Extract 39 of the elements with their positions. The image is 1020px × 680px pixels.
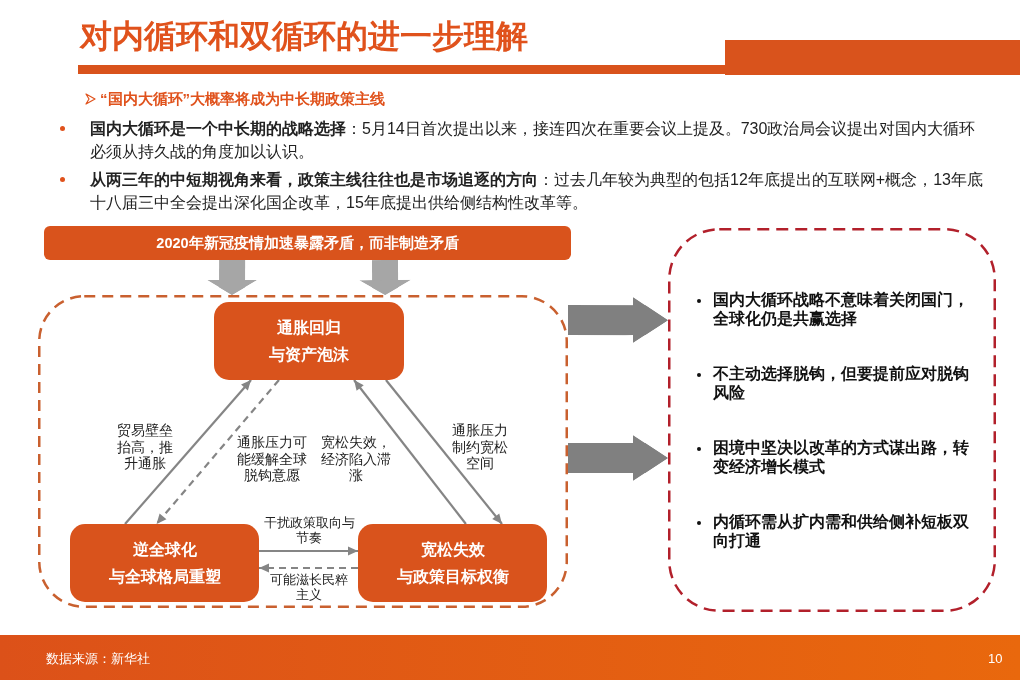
edge-label: 贸易壁垒抬高，推升通胀 bbox=[116, 422, 174, 472]
dashed-arrow bbox=[155, 379, 280, 525]
arrow bbox=[259, 546, 358, 556]
box-label: 与资产泡沫 bbox=[268, 345, 350, 364]
edge-label: 通胀压力可能缓解全球脱钩意愿 bbox=[236, 434, 308, 484]
banner-text: 2020年新冠疫情加速暴露矛盾，而非制造矛盾 bbox=[155, 233, 460, 253]
dashed-frame bbox=[38, 295, 568, 608]
bullet-text: 困境中坚决以改革的方式谋出路，转变经济增长模式 bbox=[713, 439, 970, 476]
block-arrow bbox=[568, 297, 668, 344]
bullet-text: 从两三年的中短期视角来看，政策主线往往也是市场追逐的方向：过去几年较为典型的包括12年底提出的互联网+概念，13年底十八届三中全会提出深化国企改革，15年底提出供给侧结构性改革等。 bbox=[90, 170, 984, 213]
section-heading: “国内大循环”大概率将成为中长期政策主线 bbox=[100, 89, 385, 109]
bullet-text: 内循环需从扩内需和供给侧补短板双向打通 bbox=[713, 513, 970, 550]
edge-label: 可能滋长民粹主义 bbox=[269, 572, 349, 603]
box-label: 通胀回归 bbox=[276, 318, 342, 337]
banner bbox=[44, 226, 571, 260]
dashed-arrow bbox=[259, 563, 358, 573]
arrow bbox=[353, 379, 467, 525]
block-arrow bbox=[359, 259, 412, 295]
process-box bbox=[358, 524, 547, 602]
box-label: 逆全球化 bbox=[131, 540, 198, 559]
note-panel bbox=[668, 228, 996, 612]
process-box bbox=[70, 524, 259, 602]
process-box bbox=[214, 302, 404, 380]
edge-label: 宽松失效，经济陷入滞涨 bbox=[320, 434, 392, 484]
box-label: 与全球格局重塑 bbox=[107, 567, 222, 586]
bullet-text: 国内大循环是一个中长期的战略选择：5月14日首次提出以来，接连四次在重要会议上提及。730政治局会议提出对国内大循环必须从持久战的角度加以认识。 bbox=[90, 119, 977, 162]
box-label: 宽松失效 bbox=[419, 540, 486, 559]
bullet-text: 不主动选择脱钩，但要提前应对脱钩风险 bbox=[713, 365, 970, 402]
page-number: 10 bbox=[988, 650, 1003, 668]
source-note: 数据来源：新华社 bbox=[46, 650, 150, 668]
slide-title: 对内循环和双循环的进一步理解 bbox=[80, 17, 528, 56]
edge-label: 通胀压力制约宽松空间 bbox=[451, 422, 509, 472]
block-arrow bbox=[568, 435, 668, 482]
arrow bbox=[124, 379, 252, 525]
edge-label: 干扰政策取向与节奏 bbox=[262, 515, 356, 546]
bullet-text: 国内大循环战略不意味着关闭国门，全球化仍是共赢选择 bbox=[713, 291, 970, 328]
block-arrow bbox=[207, 259, 258, 295]
box-label: 与政策目标权衡 bbox=[395, 567, 510, 586]
arrow bbox=[385, 379, 503, 525]
